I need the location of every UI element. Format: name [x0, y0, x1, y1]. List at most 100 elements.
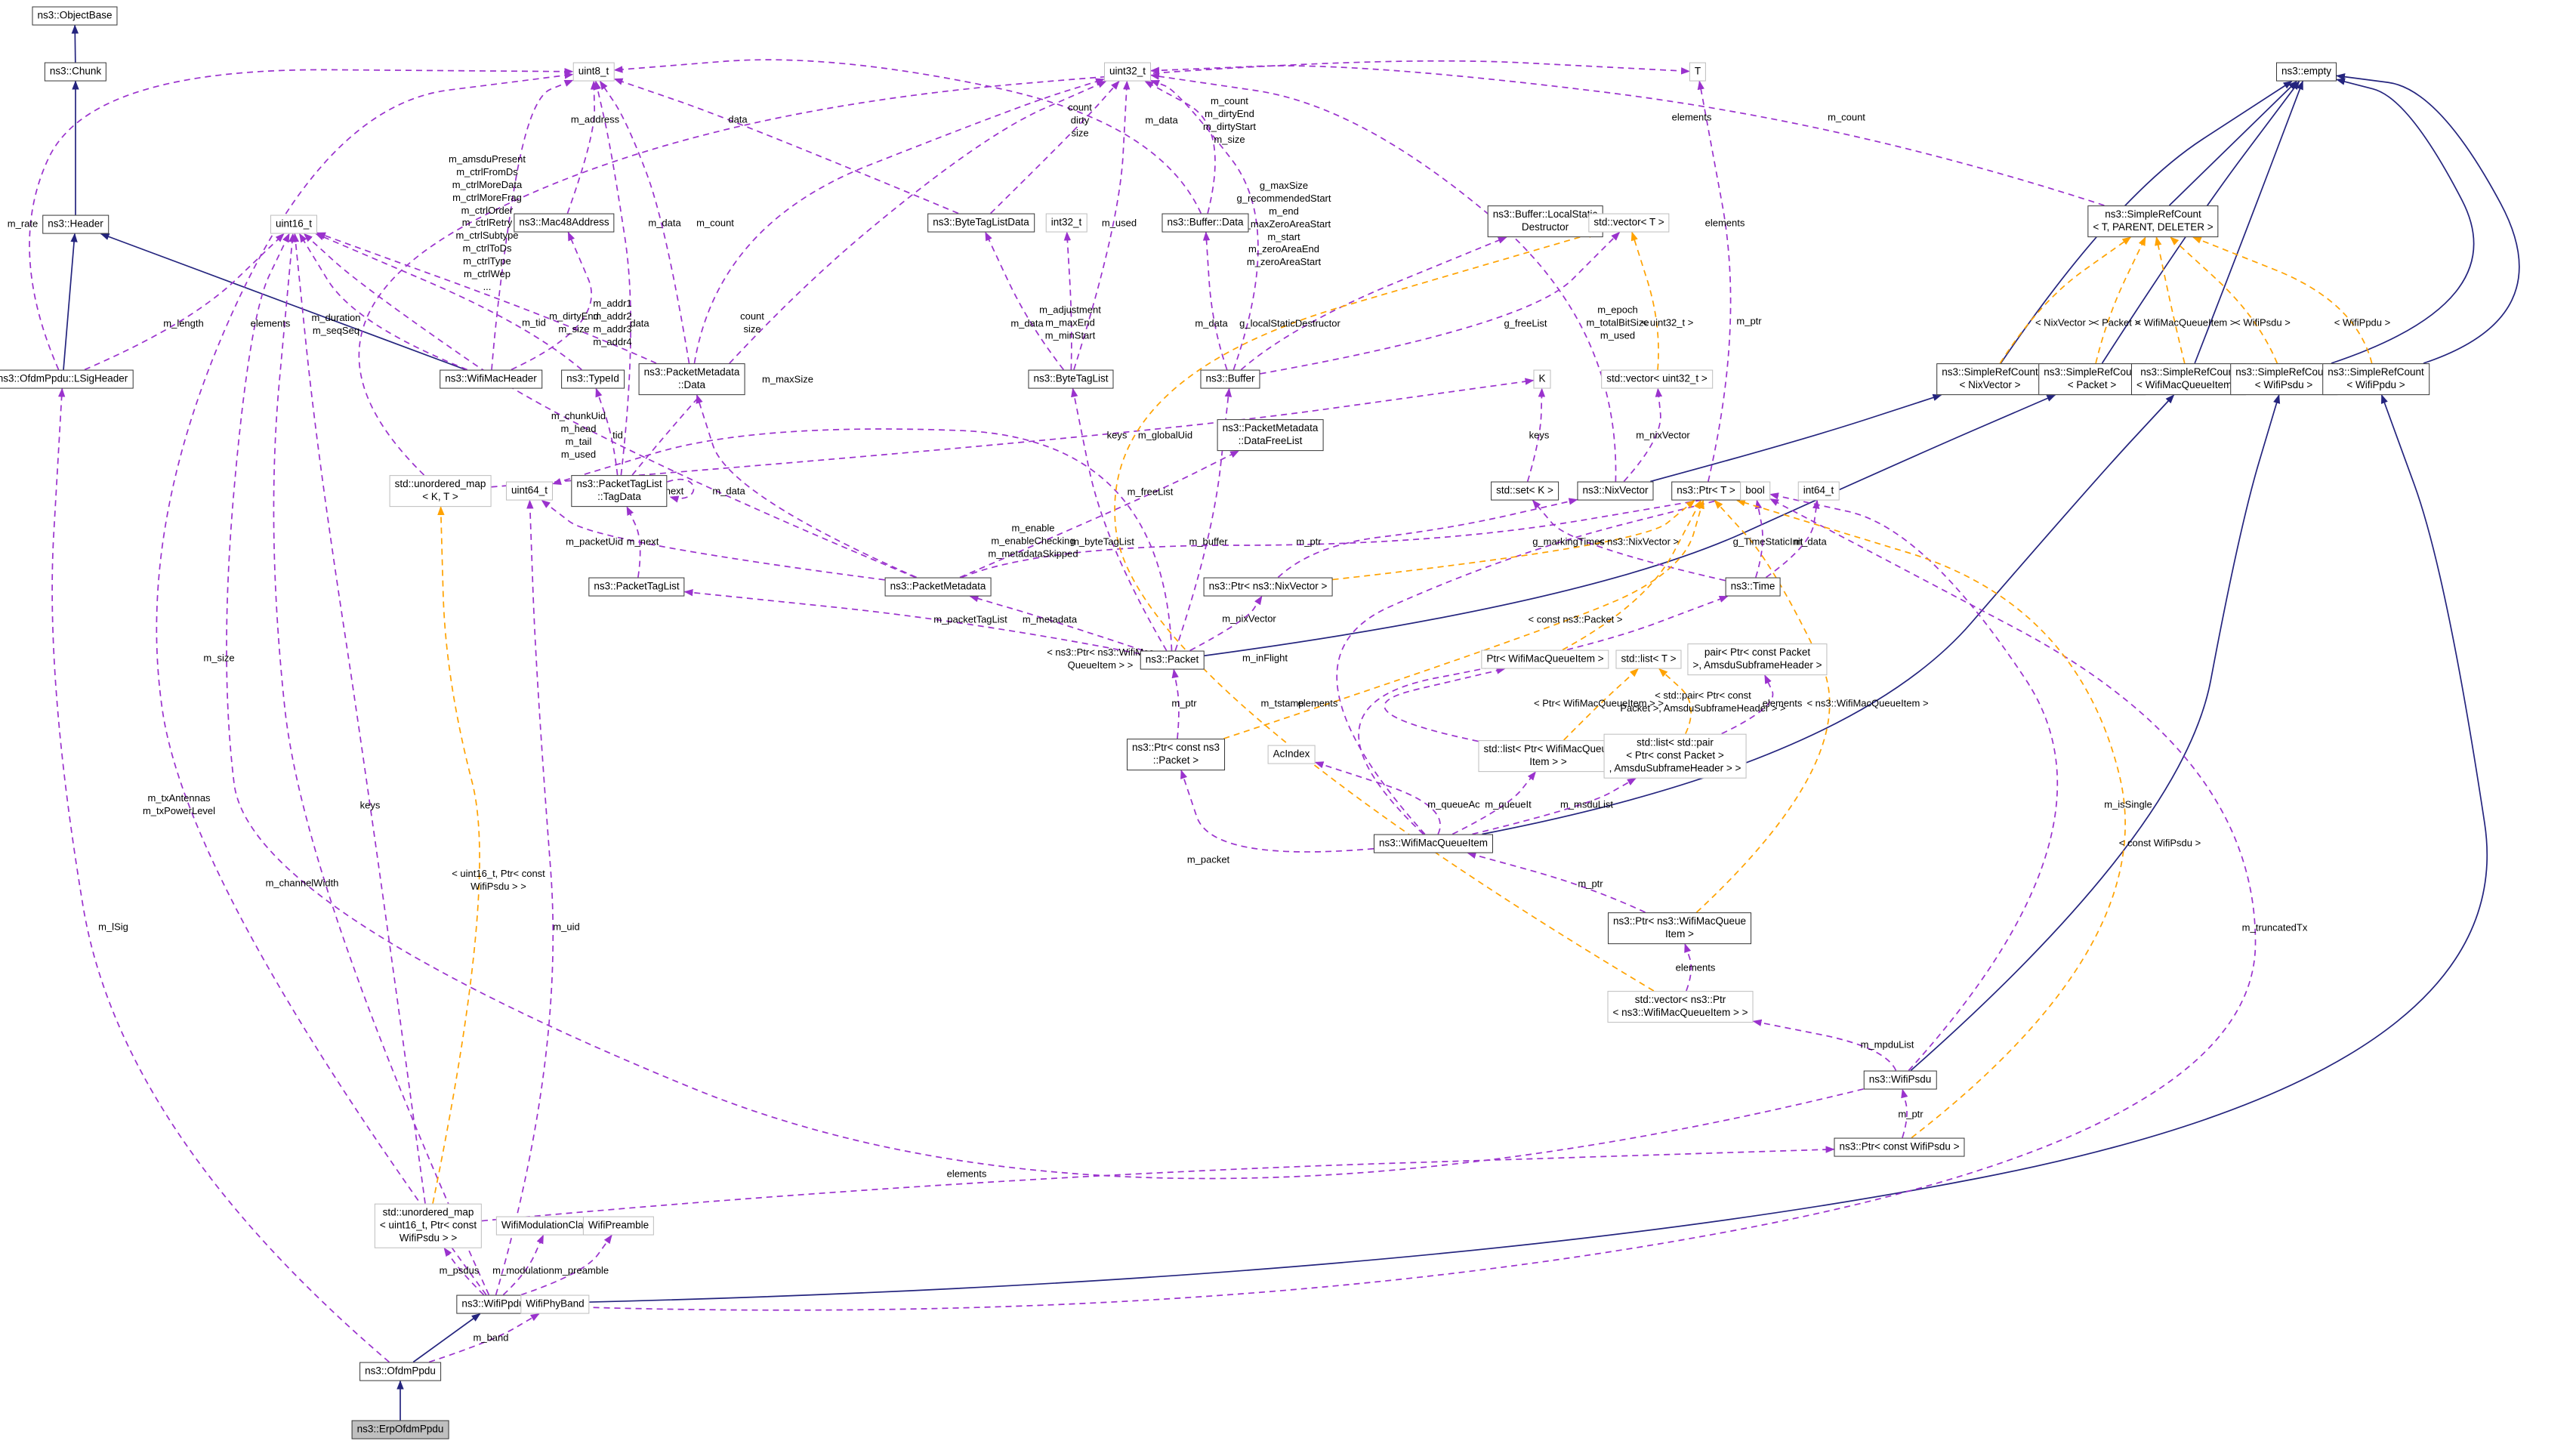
- node-pairbox[interactable]: pair< Ptr< const Packet>, AmsduSubframeH…: [1687, 643, 1828, 675]
- node-lsig[interactable]: ns3::OfdmPpdu::LSigHeader: [0, 369, 134, 389]
- edge-label-m_packetuid: m_packetUid: [566, 535, 623, 548]
- node-vec_ptr[interactable]: std::vector< ns3::Ptr< ns3::WifiMacQueue…: [1607, 991, 1754, 1023]
- node-ptr_nix[interactable]: ns3::Ptr< ns3::NixVector >: [1203, 577, 1333, 597]
- edge-label-elements: elements: [1675, 961, 1716, 973]
- edge-label-m_next: m_next: [626, 535, 659, 548]
- node-ptr_t[interactable]: ns3::Ptr< T >: [1671, 481, 1741, 501]
- node-src_psdu[interactable]: ns3::SimpleRefCount< WifiPsdu >: [2230, 363, 2337, 395]
- edge-label-keys: keys: [1529, 429, 1550, 441]
- node-vec_t[interactable]: std::vector< T >: [1588, 213, 1670, 233]
- edge-packet-to-pmd: [969, 595, 1144, 652]
- node-ptr_wmqi_s[interactable]: Ptr< WifiMacQueueItem >: [1481, 649, 1609, 669]
- node-int32[interactable]: int32_t: [1045, 213, 1087, 233]
- node-pmd[interactable]: ns3::PacketMetadata: [884, 577, 992, 597]
- node-K[interactable]: K: [1533, 369, 1551, 389]
- node-ptr_cpsdu[interactable]: ns3::Ptr< const WifiPsdu >: [1834, 1137, 1965, 1157]
- node-bufdata[interactable]: ns3::Buffer::Data: [1162, 213, 1249, 233]
- node-src_ppdu[interactable]: ns3::SimpleRefCount< WifiPpdu >: [2322, 363, 2429, 395]
- node-nixv[interactable]: ns3::NixVector: [1577, 481, 1654, 501]
- edge-label-g_markingtimes: g_markingTimes: [1532, 535, 1605, 548]
- node-list_t[interactable]: std::list< T >: [1615, 649, 1682, 669]
- node-chunk[interactable]: ns3::Chunk: [44, 62, 107, 82]
- node-label-line: ns3::Packet: [1145, 653, 1199, 665]
- node-ofdm[interactable]: ns3::OfdmPpdu: [359, 1362, 441, 1381]
- node-modclass[interactable]: WifiModulationClass: [495, 1216, 600, 1236]
- node-src_tpl[interactable]: ns3::SimpleRefCount< T, PARENT, DELETER …: [2087, 205, 2219, 237]
- node-wmh[interactable]: ns3::WifiMacHeader: [440, 369, 542, 389]
- edge-label-m_data: m_data: [1794, 535, 1827, 548]
- node-dfl[interactable]: ns3::PacketMetadata::DataFreeList: [1217, 419, 1324, 451]
- edge-label-m_queueac: m_queueAc: [1427, 798, 1480, 810]
- node-int64[interactable]: int64_t: [1797, 481, 1840, 501]
- node-btld[interactable]: ns3::ByteTagListData: [927, 213, 1035, 233]
- edge-label-m_band: m_band: [473, 1331, 509, 1344]
- node-tagdata[interactable]: ns3::PacketTagList::TagData: [571, 475, 668, 507]
- node-typeid[interactable]: ns3::TypeId: [561, 369, 625, 389]
- node-setk[interactable]: std::set< K >: [1491, 481, 1559, 501]
- edge-ppdu-to-uint16: [273, 233, 490, 1295]
- edge-ptr_nix-to-ptr_t: [1332, 499, 1695, 581]
- node-list_pair[interactable]: std::list< std::pair< Ptr< const Packet …: [1603, 733, 1747, 779]
- node-uint8[interactable]: uint8_t: [572, 62, 615, 82]
- edge-label-m_globaluid: m_globalUid: [1137, 429, 1193, 441]
- node-acindex[interactable]: AcIndex: [1267, 745, 1316, 764]
- edge-src_wmqi-to-empty: [2194, 80, 2304, 364]
- edge-label-m_count: m_count: [1828, 111, 1865, 123]
- edge-label-elements: elements: [1762, 697, 1803, 709]
- node-ppdu[interactable]: ns3::WifiPpdu: [456, 1294, 530, 1314]
- node-time[interactable]: ns3::Time: [1725, 577, 1781, 597]
- edge-pmd-to-uint16: [303, 233, 916, 579]
- node-src_nix[interactable]: ns3::SimpleRefCount< NixVector >: [1936, 363, 2044, 395]
- edge-nixv-to-uint32: [1150, 73, 1617, 482]
- edge-label-m_address: m_address: [570, 113, 620, 125]
- node-phyband[interactable]: WifiPhyBand: [520, 1294, 590, 1314]
- node-label-line: ns3::Buffer: [1205, 372, 1255, 384]
- node-src_wmqi[interactable]: ns3::SimpleRefCount< WifiMacQueueItem >: [2130, 363, 2247, 395]
- node-header[interactable]: ns3::Header: [42, 214, 109, 234]
- node-label-line: ns3::Mac48Address: [519, 216, 609, 228]
- edge-ptr_cpkt-to-ptr_t: [1223, 499, 1704, 739]
- node-uint16[interactable]: uint16_t: [270, 214, 318, 234]
- edge-src_ppdu-to-src_tpl: [2192, 236, 2373, 364]
- node-src_pkt[interactable]: ns3::SimpleRefCount< Packet >: [2038, 363, 2146, 395]
- node-wmqi[interactable]: ns3::WifiMacQueueItem: [1373, 834, 1494, 853]
- node-ptr_cpkt[interactable]: ns3::Ptr< const ns3::Packet >: [1127, 739, 1225, 770]
- node-ptl[interactable]: ns3::PacketTagList: [588, 577, 685, 597]
- node-packet[interactable]: ns3::Packet: [1140, 650, 1205, 670]
- node-erp[interactable]: ns3::ErpOfdmPpdu: [351, 1420, 449, 1439]
- edge-label-m_data: m_data: [1195, 317, 1228, 329]
- edge-setk-to-K: [1526, 387, 1546, 482]
- node-pmdd[interactable]: ns3::PacketMetadata::Data: [638, 363, 745, 395]
- edge-label-m_channelwidth: m_channelWidth: [265, 877, 339, 889]
- edge-label-m_truncatedtx: m_truncatedTx: [2241, 921, 2308, 933]
- node-psdu[interactable]: ns3::WifiPsdu: [1863, 1070, 1937, 1090]
- node-label-line: ns3::empty: [2281, 65, 2332, 77]
- node-mac48[interactable]: ns3::Mac48Address: [514, 213, 615, 233]
- edge-label-m_uid: m_uid: [553, 921, 580, 933]
- edge-label-keys: keys: [1106, 429, 1128, 441]
- node-btl[interactable]: ns3::ByteTagList: [1028, 369, 1114, 389]
- node-uint32[interactable]: uint32_t: [1103, 62, 1152, 82]
- node-T[interactable]: T: [1689, 62, 1707, 82]
- edge-wmh-to-uint16: [298, 233, 468, 371]
- node-bool[interactable]: bool: [1740, 481, 1770, 501]
- node-label-line: std::list< std::pair: [1637, 736, 1714, 748]
- node-label-line: std::set< K >: [1496, 484, 1553, 496]
- node-buffer[interactable]: ns3::Buffer: [1200, 369, 1260, 389]
- node-umap_kt[interactable]: std::unordered_map< K, T >: [389, 475, 492, 507]
- edge-label-g_freelist: g_freeList: [1504, 317, 1547, 329]
- node-uint64[interactable]: uint64_t: [505, 481, 554, 501]
- node-preamble[interactable]: WifiPreamble: [582, 1216, 655, 1236]
- node-empty[interactable]: ns3::empty: [2275, 62, 2337, 82]
- node-objectbase[interactable]: ns3::ObjectBase: [32, 6, 118, 26]
- edge-label-m_ptr: m_ptr: [1578, 878, 1603, 890]
- edge-time-to-bool: [1754, 499, 1763, 578]
- edge-mac48-to-uint8: [566, 80, 598, 214]
- edge-label-g_localstaticdestructor: g_localStaticDestructor: [1239, 317, 1340, 329]
- node-umap_psdu[interactable]: std::unordered_map< uint16_t, Ptr< const…: [374, 1203, 483, 1248]
- node-vec_u32[interactable]: std::vector< uint32_t >: [1601, 369, 1713, 389]
- edge-label-m_mpdulist: m_mpduList: [1860, 1038, 1914, 1051]
